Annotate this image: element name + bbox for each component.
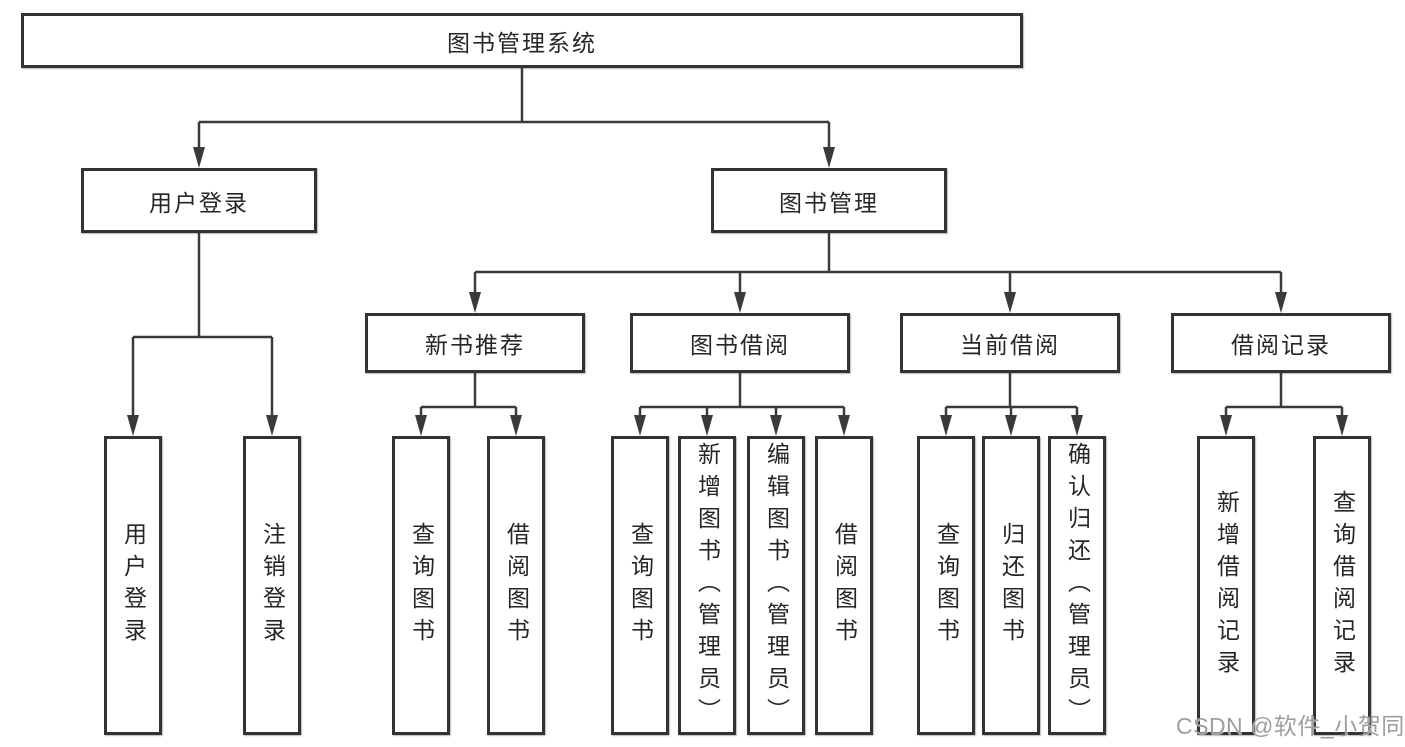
csdn-watermark: CSDN @软件_小贺同学 [1176,713,1405,739]
leaf-rec-query-book-label: 查询图书 [408,521,435,650]
leaf-bb-edit-book-admin-label: 编辑图书（管理员） [763,441,790,730]
leaf-rec-query-book: 查询图书 [392,436,450,735]
leaf-user-login: 用户登录 [104,436,162,735]
leaf-bb-edit-book-admin: 编辑图书（管理员） [747,436,805,735]
leaf-br-query-record: 查询借阅记录 [1313,436,1371,735]
node-root: 图书管理系统 [21,13,1023,68]
node-book-borrow: 图书借阅 [630,313,850,373]
node-book-borrow-label: 图书借阅 [690,332,790,358]
leaf-rec-borrow-book: 借阅图书 [487,436,545,735]
node-book-management: 图书管理 [711,168,947,233]
node-user-login: 用户登录 [81,168,317,233]
leaf-user-login-label: 用户登录 [120,521,147,650]
leaf-cb-confirm-return-admin-label: 确认归还（管理员） [1064,441,1091,730]
leaf-bb-add-book-admin: 新增图书（管理员） [678,436,736,735]
leaf-logout-login-label: 注销登录 [259,521,286,650]
leaf-bb-query-book-label: 查询图书 [627,521,654,650]
node-borrow-record-label: 借阅记录 [1231,332,1331,358]
leaf-cb-return-book-label: 归还图书 [998,521,1025,650]
node-root-label: 图书管理系统 [447,29,597,56]
leaf-bb-query-book: 查询图书 [611,436,669,735]
leaf-br-add-record: 新增借阅记录 [1197,436,1255,735]
arrowheads [127,147,1348,436]
node-borrow-record: 借阅记录 [1171,313,1391,373]
node-current-borrow: 当前借阅 [900,313,1120,373]
leaf-rec-borrow-book-label: 借阅图书 [503,521,530,650]
leaf-bb-borrow-book: 借阅图书 [815,436,873,735]
leaf-br-query-record-label: 查询借阅记录 [1329,489,1356,682]
leaf-br-add-record-label: 新增借阅记录 [1213,489,1240,682]
leaf-cb-query-book: 查询图书 [917,436,975,735]
leaf-bb-add-book-admin-label: 新增图书（管理员） [694,441,721,730]
leaf-logout-login: 注销登录 [243,436,301,735]
leaf-cb-confirm-return-admin: 确认归还（管理员） [1048,436,1106,735]
node-new-book-recommend-label: 新书推荐 [425,332,525,358]
leaf-bb-borrow-book-label: 借阅图书 [831,521,858,650]
leaf-cb-return-book: 归还图书 [982,436,1040,735]
node-current-borrow-label: 当前借阅 [960,332,1060,358]
node-user-login-label: 用户登录 [149,189,249,216]
node-new-book-recommend: 新书推荐 [365,313,585,373]
leaf-cb-query-book-label: 查询图书 [933,521,960,650]
node-book-management-label: 图书管理 [779,189,879,216]
